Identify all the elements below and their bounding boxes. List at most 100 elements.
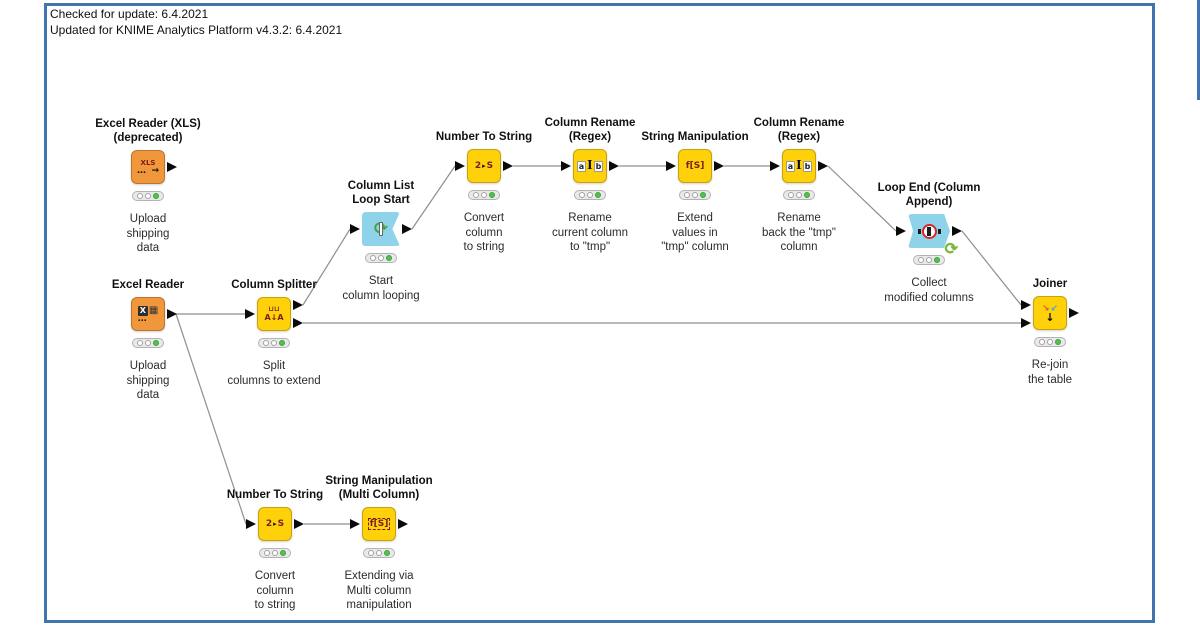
node-title: Excel Reader (XLS) (deprecated) <box>95 118 201 144</box>
node-string-manipulation-multi-column[interactable]: String Manipulation (Multi Column) f[S] … <box>325 475 432 611</box>
status-yellow <box>926 257 932 263</box>
node-title: Number To String <box>435 130 533 143</box>
output-port[interactable] <box>1069 308 1079 318</box>
node-body[interactable]: ⊔⊔ A↓A <box>257 297 291 331</box>
number-to-string-icon: 2▸S <box>265 519 285 529</box>
node-label: Upload shipping data <box>126 360 170 401</box>
node-body[interactable]: ↘↙ ↓ <box>1033 296 1067 330</box>
input-port[interactable] <box>561 161 571 171</box>
node-title: Column Splitter <box>231 278 317 291</box>
status-green <box>700 192 706 198</box>
node-title: Loop End (Column Append) <box>877 182 981 208</box>
connection-excel-to-numbertostring[interactable] <box>175 313 247 525</box>
output-port[interactable] <box>818 161 828 171</box>
status-yellow <box>481 192 487 198</box>
traffic-light <box>363 548 395 558</box>
connection-splitter-to-loopstart[interactable] <box>302 228 351 306</box>
workflow-annotation-border <box>44 3 1155 623</box>
node-label: Start column looping <box>342 275 420 302</box>
node-number-to-string-bottom[interactable]: Number To String 2▸S Convert column to s… <box>227 489 323 612</box>
traffic-light <box>468 190 500 200</box>
input-port[interactable] <box>455 161 465 171</box>
adjacent-annotation-border <box>1197 0 1200 100</box>
output-port[interactable] <box>609 161 619 171</box>
string-function-multi-icon: f[S] <box>367 518 391 530</box>
output-port[interactable] <box>714 161 724 171</box>
node-excel-reader[interactable]: Excel Reader X▦ … Upload shipping data <box>112 279 184 402</box>
node-number-to-string-top[interactable]: Number To String 2▸S Convert column to s… <box>436 131 532 254</box>
node-joiner[interactable]: Joiner ↘↙ ↓ Re-join the table <box>1021 278 1079 386</box>
input-port-bottom[interactable] <box>1021 318 1031 328</box>
status-red <box>137 340 143 346</box>
output-port[interactable] <box>398 519 408 529</box>
connection-loopstart-to-numbertostring[interactable] <box>411 165 456 230</box>
input-port[interactable] <box>350 224 360 234</box>
input-port[interactable] <box>350 519 360 529</box>
status-yellow <box>376 550 382 556</box>
node-label: Upload shipping data <box>126 213 170 254</box>
traffic-light <box>259 548 291 558</box>
input-port[interactable] <box>666 161 676 171</box>
status-yellow <box>692 192 698 198</box>
output-port-bottom[interactable] <box>293 318 303 328</box>
status-green <box>595 192 601 198</box>
output-port[interactable] <box>294 519 304 529</box>
node-body[interactable]: 2▸S <box>258 507 292 541</box>
status-green <box>153 340 159 346</box>
loop-end-icon <box>917 223 942 239</box>
status-red <box>473 192 479 198</box>
workflow-annotation: Checked for update: 6.4.2021 Updated for… <box>50 7 343 37</box>
input-port[interactable] <box>770 161 780 171</box>
node-body[interactable]: f[S] <box>678 149 712 183</box>
status-green <box>279 340 285 346</box>
node-excel-reader-xls-deprecated[interactable]: Excel Reader (XLS) (deprecated) XLS …→ U… <box>95 118 200 254</box>
node-label: Convert column to string <box>463 212 505 253</box>
input-port[interactable] <box>246 519 256 529</box>
output-port[interactable] <box>503 161 513 171</box>
output-port[interactable] <box>167 309 177 319</box>
output-port-top[interactable] <box>293 300 303 310</box>
status-green <box>804 192 810 198</box>
status-yellow <box>271 340 277 346</box>
connection-loopend-to-joiner[interactable] <box>961 230 1022 306</box>
xls-file-icon: XLS …→ <box>137 158 159 176</box>
node-label: Extending via Multi column manipulation <box>344 570 414 611</box>
node-body[interactable]: f[S] <box>362 507 396 541</box>
output-port[interactable] <box>402 224 412 234</box>
status-green <box>153 193 159 199</box>
node-loop-end-column-append[interactable]: Loop End (Column Append) ⟳ Collect modif… <box>878 182 981 304</box>
joiner-icon: ↘↙ ↓ <box>1041 303 1059 324</box>
node-label: Extend values in "tmp" column <box>661 212 729 253</box>
node-label: Collect modified columns <box>884 277 974 304</box>
traffic-light <box>783 190 815 200</box>
traffic-light <box>132 338 164 348</box>
node-column-splitter[interactable]: Column Splitter ⊔⊔ A↓A Split columns to … <box>227 279 320 387</box>
status-red <box>1039 339 1045 345</box>
status-yellow <box>378 255 384 261</box>
node-label: Rename back the "tmp" column <box>761 212 836 253</box>
node-body[interactable]: 2▸S <box>467 149 501 183</box>
node-body[interactable]: ⟳ <box>362 212 400 246</box>
traffic-light <box>132 191 164 201</box>
input-port[interactable] <box>245 309 255 319</box>
status-red <box>263 340 269 346</box>
status-green <box>1055 339 1061 345</box>
number-to-string-icon: 2▸S <box>474 161 494 171</box>
node-body[interactable]: XLS …→ <box>131 150 165 184</box>
input-port-top[interactable] <box>1021 300 1031 310</box>
output-port[interactable] <box>167 162 177 172</box>
status-red <box>264 550 270 556</box>
status-green <box>489 192 495 198</box>
connection-rename2-to-loopend[interactable] <box>827 165 897 232</box>
output-port[interactable] <box>952 226 962 236</box>
node-column-list-loop-start[interactable]: Column List Loop Start ⟳ Start column lo… <box>342 180 419 302</box>
node-string-manipulation[interactable]: String Manipulation f[S] Extend values i… <box>641 131 748 254</box>
input-port[interactable] <box>896 226 906 236</box>
node-body[interactable]: X▦ … <box>131 297 165 331</box>
status-yellow <box>145 193 151 199</box>
